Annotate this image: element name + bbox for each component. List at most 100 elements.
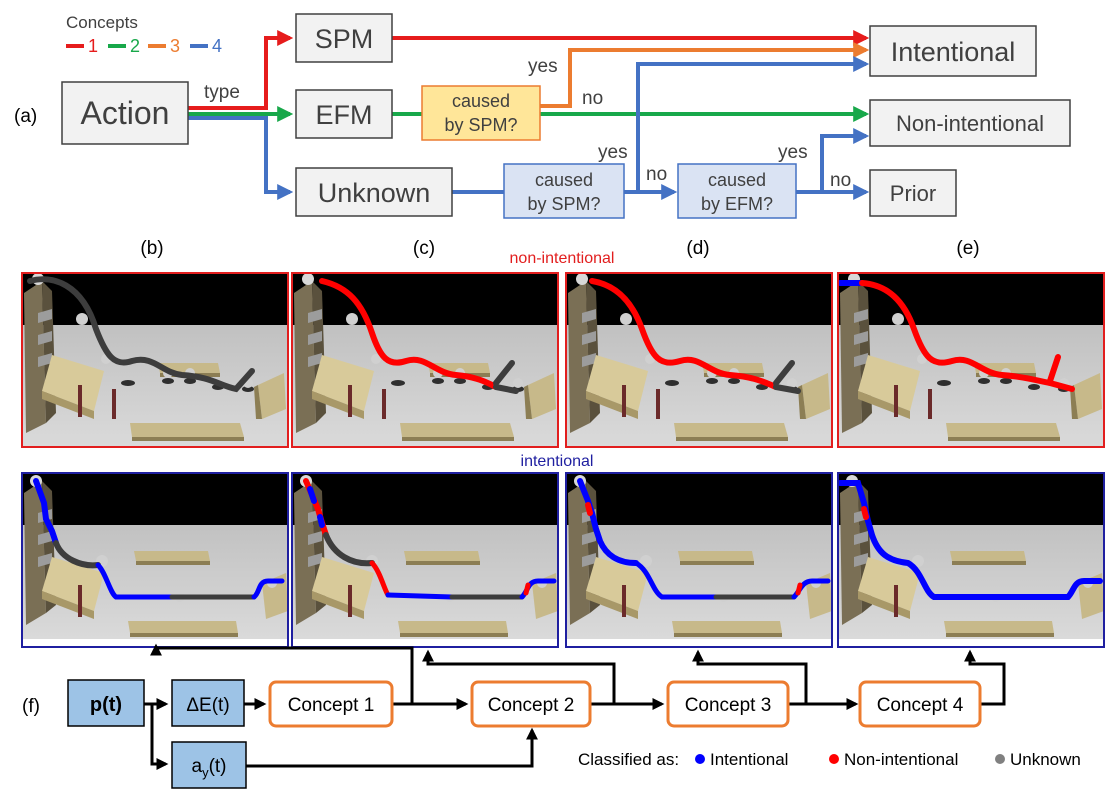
node-caused-by-efm-line2: by EFM? <box>701 194 773 214</box>
edge-c4-panel-e <box>964 649 1006 706</box>
label-yes-2: yes <box>598 142 628 163</box>
column-label-e: (e) <box>956 238 979 259</box>
trajectory-gray <box>53 540 101 569</box>
panel-frame <box>565 272 833 448</box>
concept-3-label: Concept 3 <box>685 695 772 716</box>
node-caused-by-spm-unknown-line2: by SPM? <box>527 194 600 214</box>
concept-2-box <box>470 680 592 728</box>
node-efm-label: EFM <box>316 100 373 130</box>
input-de <box>171 679 245 727</box>
node-caused-by-spm-efm-line2: by SPM? <box>444 115 517 135</box>
trajectory-blue <box>307 486 325 528</box>
legend-title: Concepts <box>66 13 138 32</box>
label-no-3: no <box>830 170 851 191</box>
edge-type-label: type <box>204 82 240 103</box>
input-ay-label: ay(t) <box>191 756 226 780</box>
panel-frame <box>837 272 1105 448</box>
panel-frame <box>291 472 559 648</box>
trajectory-gray <box>323 532 375 567</box>
trajectory-red <box>795 582 803 596</box>
node-caused-by-spm-efm <box>421 85 541 141</box>
trajectory-blue <box>633 560 719 600</box>
panel-frame <box>21 272 289 448</box>
trajectory-gray <box>27 276 255 393</box>
node-caused-by-spm-unknown-line1: caused <box>535 170 593 190</box>
input-pt <box>67 679 145 727</box>
node-caused-by-efm-line1: caused <box>708 170 766 190</box>
column-label-d: (d) <box>686 238 709 259</box>
legend-label-3: 3 <box>170 36 180 56</box>
legend-nonintentional: Non-intentional <box>844 750 958 769</box>
column-label-b: (b) <box>140 238 163 259</box>
trajectory-red <box>859 280 1075 392</box>
panel-frame <box>291 272 559 448</box>
trajectory-gray <box>773 360 801 394</box>
edge-yes-nonintentional-blue <box>820 128 870 192</box>
panel-frame <box>565 472 833 648</box>
trajectory-red <box>589 278 779 390</box>
legend-intentional: Intentional <box>710 750 788 769</box>
label-f: (f) <box>22 696 40 717</box>
input-pt-label: p(t) <box>90 694 122 716</box>
legend-dot-unknown <box>995 754 1005 764</box>
classification-legend: Classified as: Intentional Non-intention… <box>578 750 1081 769</box>
node-spm <box>295 13 393 63</box>
trajectory-blue <box>577 478 639 566</box>
panel-frame <box>837 472 1105 648</box>
label-yes-3: yes <box>778 142 808 163</box>
input-ay <box>171 741 247 789</box>
edge-ay-c2 <box>246 727 538 768</box>
label-a: (a) <box>14 106 37 127</box>
edge-action-spm <box>188 30 294 110</box>
edge-pt-ay <box>150 704 169 770</box>
node-caused-by-spm-efm-line1: caused <box>452 91 510 111</box>
column-label-c: (c) <box>413 238 435 259</box>
node-caused-by-spm-unknown <box>503 163 625 219</box>
concept-4-label: Concept 4 <box>877 695 964 716</box>
edge-c3-panel-d <box>692 649 808 704</box>
panel-d-bottom <box>565 472 833 648</box>
trajectory-blue <box>251 578 285 600</box>
edge-c2-panel-c <box>422 649 616 704</box>
row-label-intentional: intentional <box>521 453 594 470</box>
concept-1-label: Concept 1 <box>288 695 375 716</box>
panel-d-top <box>565 272 833 448</box>
panel-c-bottom <box>291 472 559 648</box>
edge-yes-intentional-orange <box>540 42 870 108</box>
concept-legend: Concepts 1 2 3 4 <box>66 13 222 56</box>
panel-b-top <box>21 272 289 448</box>
trajectory-red <box>585 502 593 516</box>
trajectory-blue <box>95 562 175 600</box>
row-label-nonintentional: non-intentional <box>510 250 615 267</box>
classified-label: Classified as: <box>578 750 679 769</box>
edge-action-unknown <box>188 116 294 200</box>
node-action-label: Action <box>81 95 170 131</box>
node-prior-label: Prior <box>890 181 936 206</box>
panel-e-top <box>837 272 1105 448</box>
node-prior <box>869 169 957 217</box>
trajectory-red <box>861 506 869 520</box>
legend-label-2: 2 <box>130 36 140 56</box>
legend-unknown: Unknown <box>1010 750 1081 769</box>
trajectory-blue <box>33 478 59 546</box>
panel-e-bottom <box>837 472 1105 648</box>
trajectory-blue <box>837 480 1103 600</box>
legend-dot-nonintentional <box>829 754 839 764</box>
node-unknown <box>295 167 453 217</box>
trajectory-gray <box>493 360 519 394</box>
node-nonintentional-label: Non-intentional <box>896 111 1044 136</box>
legend-label-4: 4 <box>212 36 222 56</box>
concept-4-box <box>858 680 982 728</box>
panel-b-bottom <box>21 472 289 648</box>
trajectory-red <box>523 582 531 596</box>
concept-1-box <box>268 680 394 728</box>
node-action <box>61 81 189 145</box>
node-nonintentional <box>869 99 1071 147</box>
pipeline-f: (f) p(t) ΔE(t) ay(t) Concept 1 Concept 2… <box>22 643 1006 789</box>
legend-dot-intentional <box>695 754 705 764</box>
label-yes-1: yes <box>528 56 558 77</box>
trajectory-blue <box>791 578 831 600</box>
node-intentional-label: Intentional <box>891 37 1016 67</box>
